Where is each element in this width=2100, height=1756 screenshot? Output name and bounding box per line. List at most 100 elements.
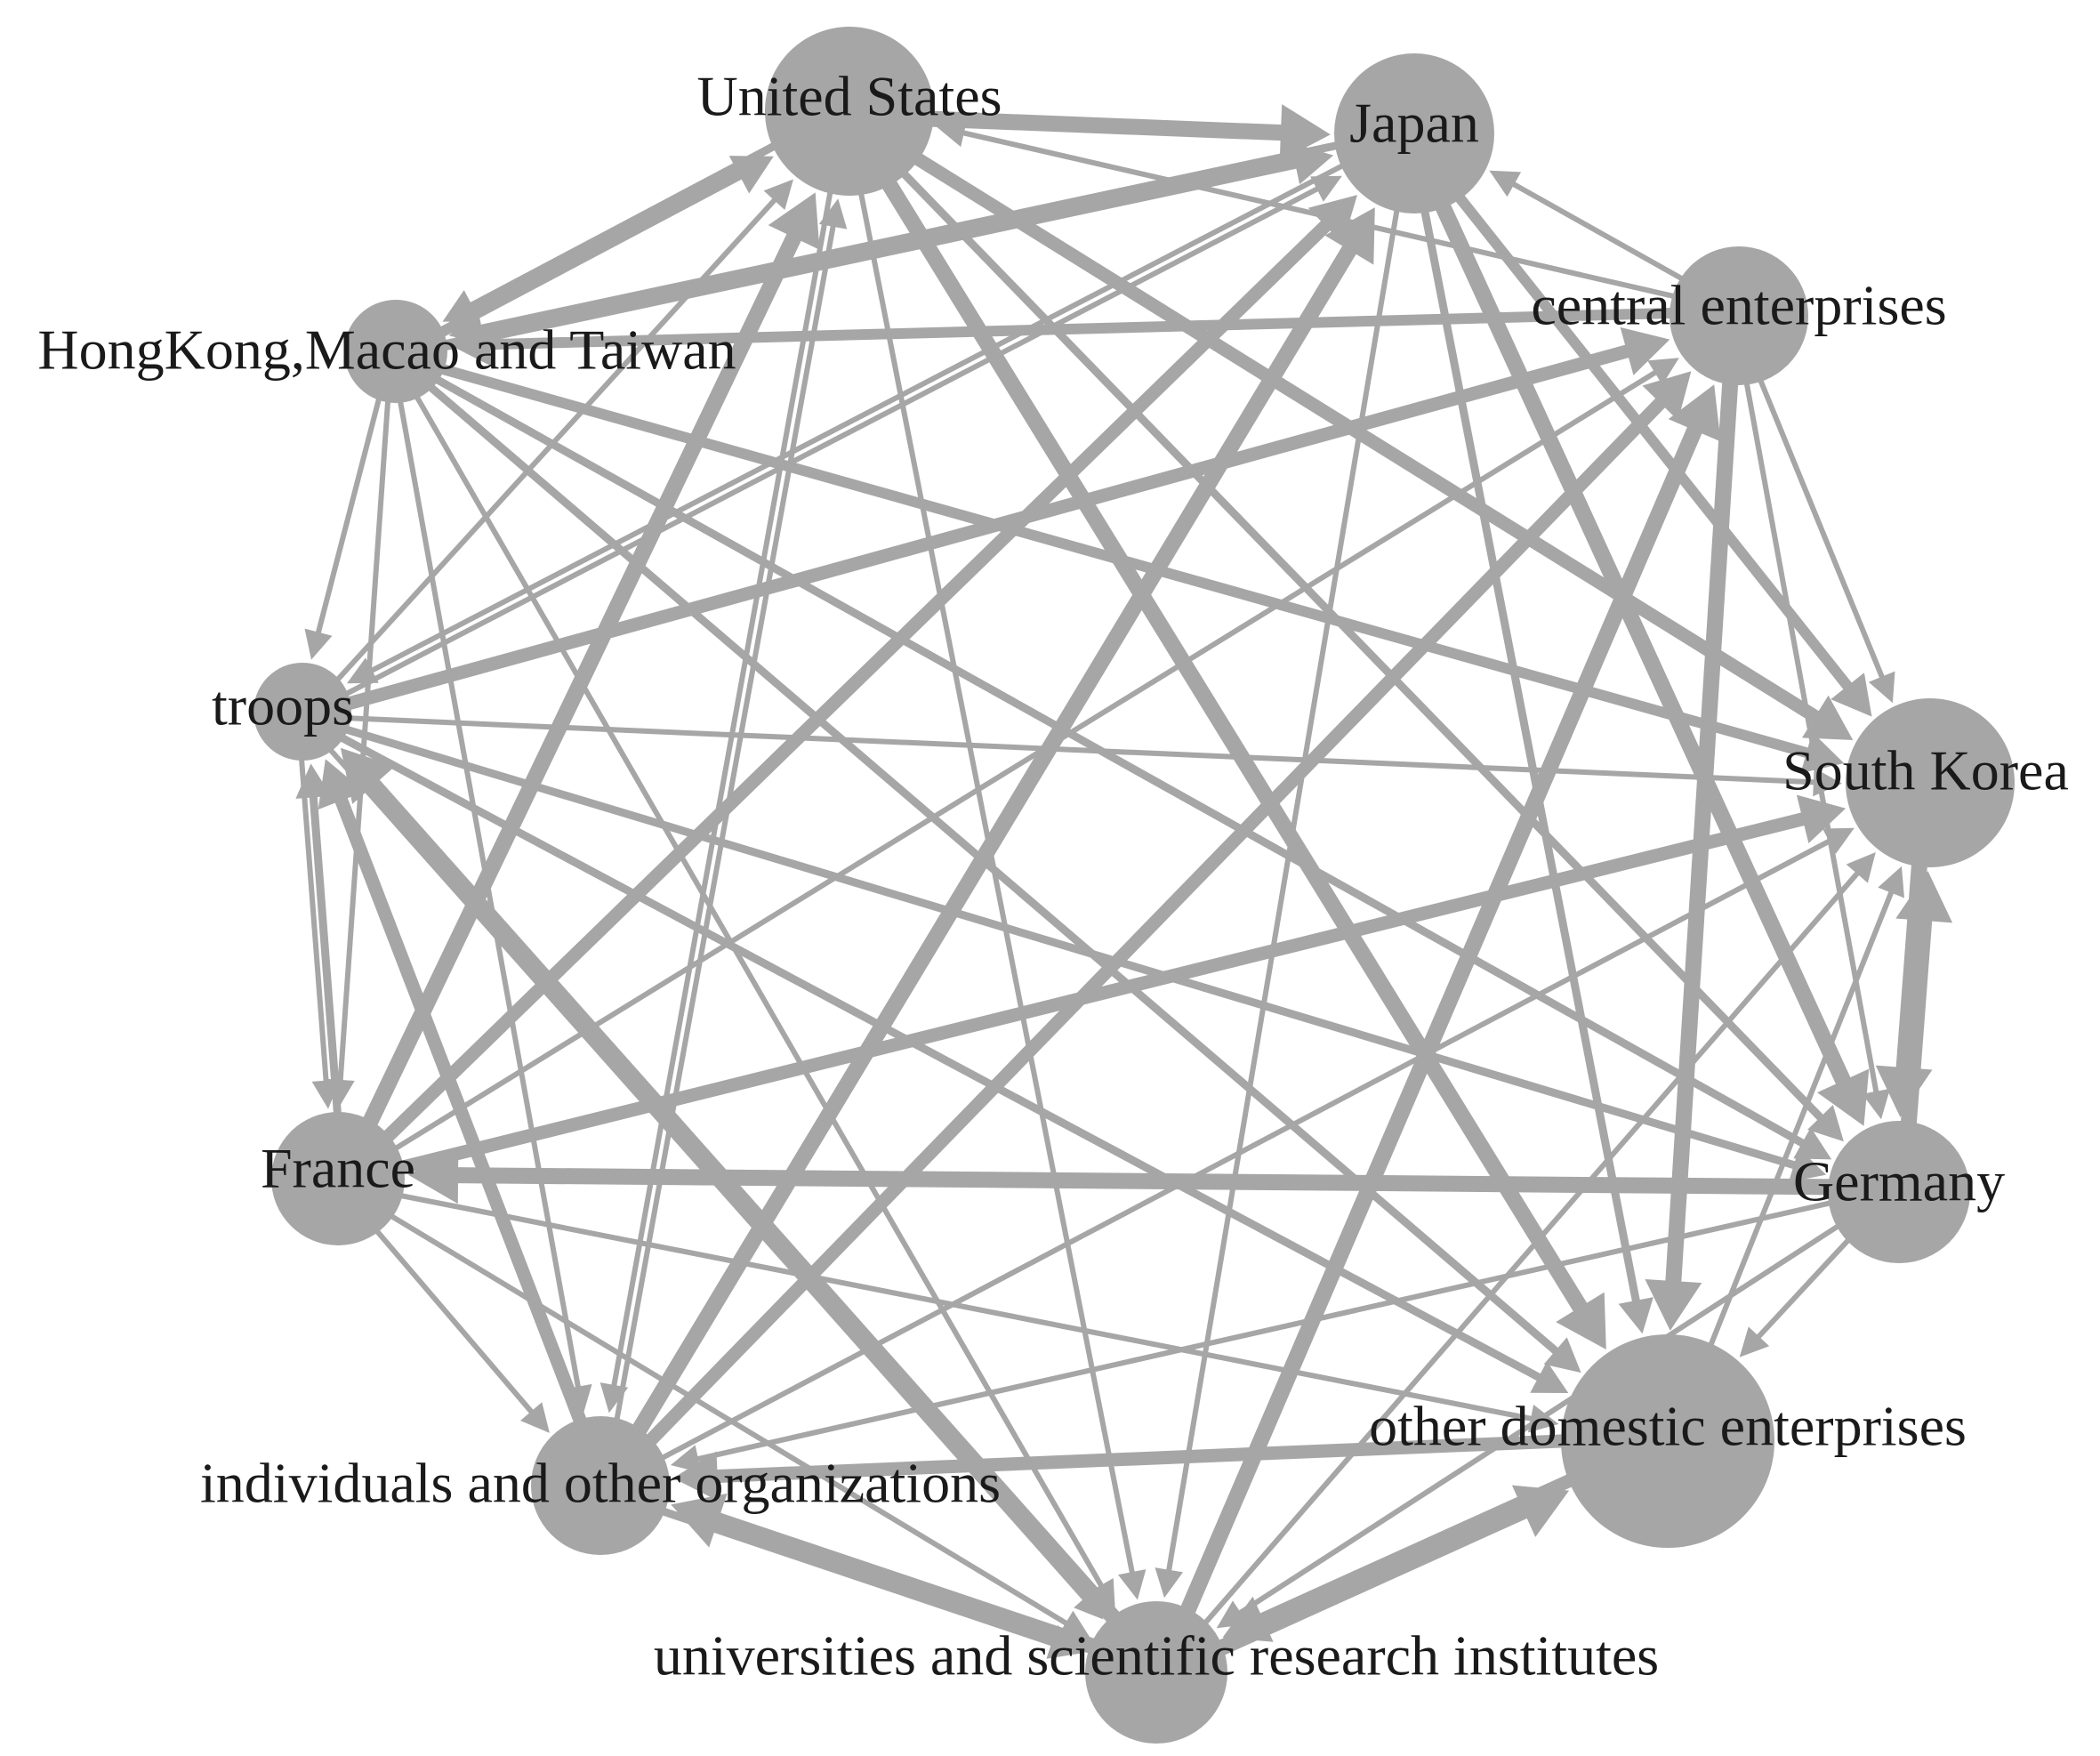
- arrowhead: [1846, 852, 1876, 883]
- edge-jp-to-kr: [1431, 164, 1872, 717]
- edge-line: [630, 1496, 1056, 1647]
- edge-line: [421, 157, 1299, 356]
- edge-ode-to-kr: [1689, 866, 1904, 1395]
- edge-line: [337, 376, 392, 1083]
- edge-hk-to-de: [414, 364, 1832, 1160]
- edge-line: [860, 145, 1589, 1313]
- edge-line: [366, 778, 1142, 1648]
- arrowhead: [1222, 1596, 1274, 1642]
- arrowhead: [1868, 671, 1895, 704]
- edge-line: [319, 723, 1542, 1381]
- edge-line: [1511, 181, 1712, 298]
- edge-ode-to-uni: [1222, 1453, 1621, 1642]
- node-label-us: United States: [696, 65, 1002, 128]
- edge-line: [315, 375, 388, 635]
- edge-line: [309, 795, 344, 1146]
- arrowhead: [768, 192, 820, 250]
- edge-line: [369, 145, 1379, 674]
- edge-ce-to-ode: [1645, 350, 1741, 1331]
- node-de: [1828, 1121, 1970, 1263]
- edge-line: [313, 730, 1088, 1602]
- edge-us-to-kr: [879, 131, 1854, 740]
- edge-us-to-uni: [850, 152, 1147, 1600]
- node-label-hk: HongKong,Macao and Taiwan: [37, 318, 736, 382]
- arrowhead: [1118, 1569, 1147, 1600]
- edge-line: [1665, 350, 1741, 1284]
- node-hk: [344, 300, 447, 403]
- edge-line: [1738, 350, 1879, 1094]
- edge-line: [325, 185, 1320, 707]
- edge-fr-to-us: [349, 192, 820, 1155]
- edge-line: [715, 1432, 1615, 1484]
- arrowhead: [1789, 1148, 1827, 1182]
- node-kr: [1846, 698, 2015, 867]
- arrowhead: [450, 323, 491, 367]
- edge-ce-to-de: [1738, 350, 1890, 1120]
- node-label-tr: troops: [212, 674, 354, 737]
- edge-ind-to-uni: [630, 1496, 1084, 1659]
- edge-line: [469, 123, 812, 310]
- edge-line: [360, 220, 1332, 1164]
- arrowhead: [1645, 1279, 1702, 1331]
- edge-fr-to-ce: [366, 358, 1679, 1168]
- edge-ce-to-kr: [1745, 348, 1895, 704]
- node-label-ind: individuals and other organizations: [200, 1452, 1001, 1515]
- arrowhead: [1878, 866, 1904, 898]
- arrowhead: [1817, 1068, 1870, 1126]
- edge-ind-to-kr: [632, 827, 1855, 1476]
- edge-line: [323, 719, 1797, 1170]
- arrowhead: [1642, 371, 1692, 421]
- node-us: [765, 27, 934, 196]
- edge-uni-to-ce: [1167, 384, 1721, 1645]
- edge-us-to-ode: [860, 145, 1606, 1349]
- edge-line: [414, 364, 1806, 1148]
- arrowhead: [1796, 794, 1847, 843]
- edge-line: [850, 152, 1136, 1575]
- node-label-uni: universities and scientific research ins…: [654, 1624, 1659, 1688]
- arrowhead: [1895, 871, 1953, 923]
- edge-ind-to-ce: [623, 371, 1692, 1469]
- arrowhead: [1802, 695, 1854, 740]
- arrowhead: [520, 1402, 550, 1433]
- edge-jp-to-ode: [1413, 173, 1653, 1334]
- edge-tr-to-ode: [319, 723, 1569, 1393]
- edge-line: [873, 141, 1825, 1122]
- arrowhead: [1618, 1297, 1653, 1334]
- edge-line: [455, 1167, 1864, 1196]
- arrowhead: [763, 179, 793, 210]
- arrowhead: [318, 759, 365, 810]
- edge-uni-to-kr: [1180, 852, 1876, 1651]
- arrowhead: [1822, 827, 1855, 854]
- edge-line: [369, 812, 1806, 1182]
- edge-fr-to-kr: [369, 794, 1847, 1182]
- edge-line: [890, 109, 1283, 141]
- edge-hk-to-tr: [304, 375, 388, 660]
- arrowhead: [1793, 1127, 1832, 1160]
- edge-de-to-kr: [1895, 871, 1953, 1158]
- arrowhead: [347, 657, 379, 684]
- edge-jp-to-de: [1420, 168, 1870, 1126]
- arrowhead: [1739, 1326, 1770, 1357]
- node-fr: [271, 1112, 405, 1245]
- edge-line: [354, 1204, 535, 1415]
- arrowhead: [1310, 175, 1342, 202]
- edge-line: [623, 397, 1667, 1469]
- arrowhead: [1647, 358, 1679, 385]
- node-ode: [1561, 1334, 1774, 1548]
- edge-line: [696, 1193, 1864, 1462]
- node-label-ode: other domestic enterprises: [1369, 1395, 1967, 1458]
- edge-line: [632, 838, 1832, 1476]
- arrowhead: [1324, 207, 1375, 265]
- edge-line: [334, 796, 599, 1454]
- arrowhead: [1807, 1105, 1844, 1142]
- edge-tr-to-ce: [325, 326, 1670, 716]
- arrowhead: [408, 1147, 459, 1204]
- node-label-fr: France: [261, 1137, 415, 1200]
- edge-jp-to-uni: [1155, 172, 1406, 1599]
- edge-line: [1237, 1205, 1869, 1616]
- arrowhead: [442, 290, 481, 322]
- edges-layer: [295, 104, 1953, 1670]
- node-label-jp: Japan: [1349, 92, 1479, 155]
- edge-line: [1180, 870, 1861, 1651]
